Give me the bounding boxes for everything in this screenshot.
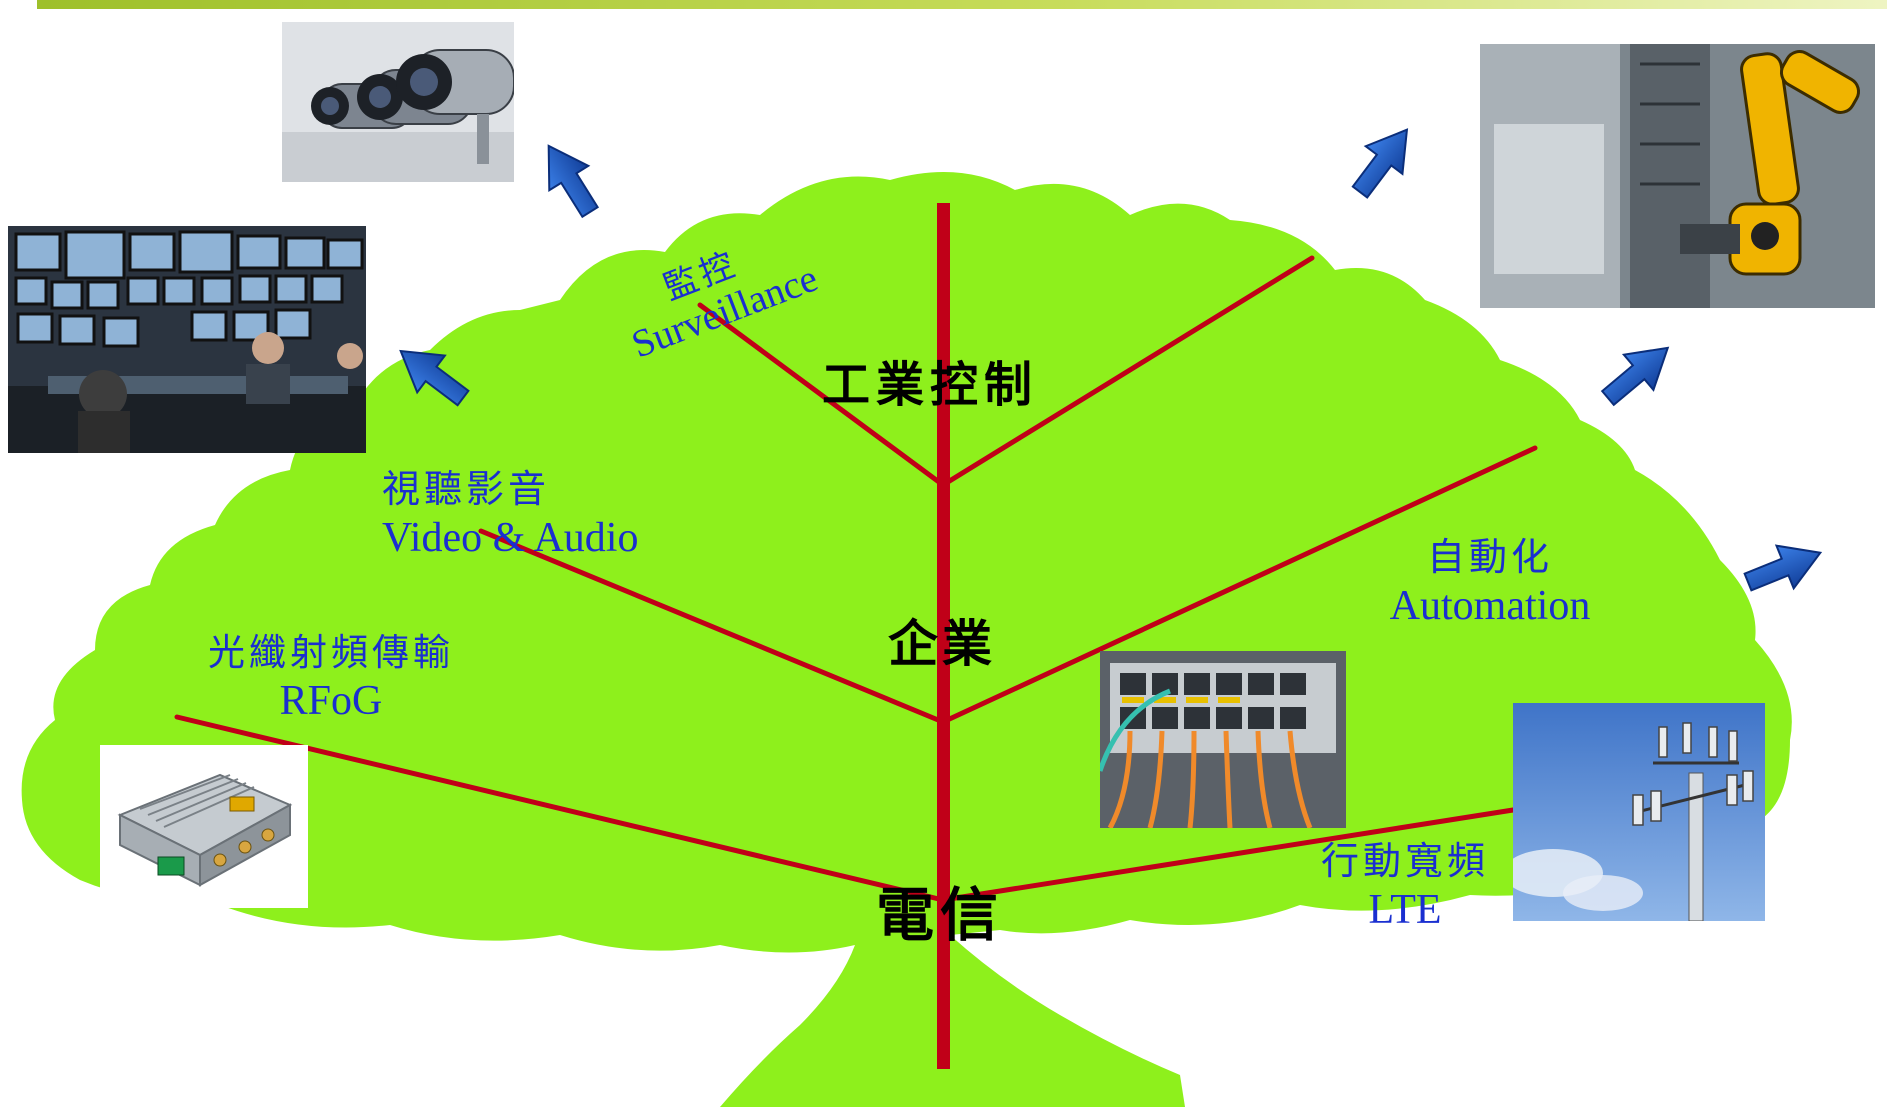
cctv-camera-photo	[282, 22, 514, 182]
trunk-label-telecom: 電信	[876, 881, 1005, 949]
rfog-zh-label: 光纖射頻傳輸	[208, 631, 454, 674]
tree-trunk-line	[937, 203, 950, 1069]
trunk-label-enterprise: 企業	[888, 614, 996, 673]
label-rfog: 光纖射頻傳輸 RFoG	[186, 631, 476, 725]
arrow-icon	[1600, 346, 1670, 407]
branch-line-lte	[940, 807, 1516, 903]
video-audio-zh-label: 視聽影音	[382, 467, 551, 511]
rfog-en-label: RFoG	[279, 677, 383, 724]
arrow-icon	[1351, 128, 1409, 199]
automation-zh-label: 自動化	[1426, 535, 1553, 579]
branch-line-surveillance	[697, 302, 946, 488]
robot-arm-photo	[1480, 44, 1875, 308]
video-audio-en-label: Video & Audio	[382, 514, 639, 561]
branch-line-video-audio	[478, 528, 946, 725]
lte-zh-label: 行動寬頻	[1320, 839, 1489, 883]
cell-tower-photo	[1513, 703, 1765, 921]
arrow-icon	[399, 349, 470, 407]
branch-line-automation	[940, 445, 1538, 725]
branch-line-industrial	[940, 255, 1315, 488]
label-video-audio: 視聽影音 Video & Audio	[382, 467, 639, 562]
rfog-node-photo	[100, 745, 308, 908]
arrow-icon	[1743, 544, 1823, 592]
label-automation: 自動化 Automation	[1372, 535, 1608, 630]
trunk-label-industrial-control: 工業控制	[822, 357, 1039, 413]
fiber-switch-photo	[1100, 651, 1346, 828]
title-accent-bar	[37, 0, 1887, 9]
control-room-photo	[8, 226, 366, 453]
label-lte: 行動寬頻 LTE	[1300, 839, 1510, 934]
tree-canopy	[21, 172, 1792, 1107]
arrow-icon	[547, 144, 600, 219]
lte-en-label: LTE	[1368, 886, 1442, 933]
automation-en-label: Automation	[1389, 582, 1591, 629]
